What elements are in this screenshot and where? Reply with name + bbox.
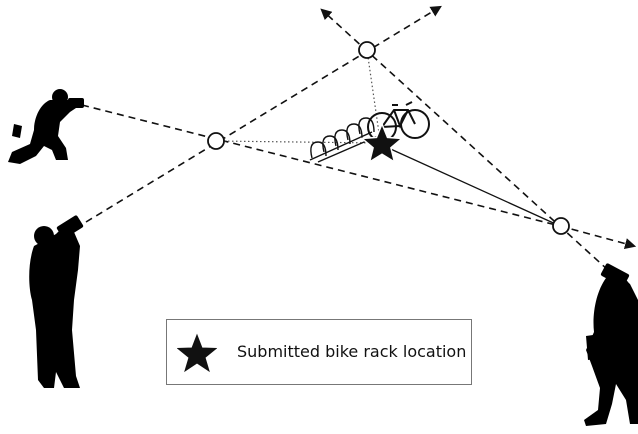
legend: Submitted bike rack location <box>166 319 472 385</box>
star-icon <box>177 333 217 373</box>
intersection-top <box>358 41 376 59</box>
intersection-points <box>207 41 570 235</box>
submitted-location-star-icon <box>360 122 404 164</box>
legend-label: Submitted bike rack location <box>237 342 467 361</box>
intersection-right <box>552 217 570 235</box>
solid-connector <box>383 145 561 227</box>
sight-line-kneeling-to-right <box>81 104 561 227</box>
standing-photographer-icon <box>29 215 84 388</box>
sight-line-standing-to-top <box>85 5 442 223</box>
right-photographer-icon <box>584 263 638 426</box>
sight-line-top-to-right-arrow <box>559 225 637 250</box>
kneeling-photographer-icon <box>8 89 84 164</box>
intersection-left <box>207 132 225 150</box>
dotted-connectors <box>215 49 381 144</box>
